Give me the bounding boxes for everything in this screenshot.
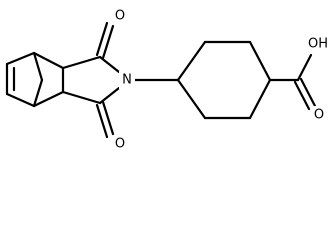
bond-double	[299, 77, 317, 108]
bond-double	[101, 100, 115, 136]
bond	[32, 51, 65, 70]
oxygen-top-label: O	[115, 9, 125, 24]
bond	[176, 78, 207, 120]
hydroxyl-label: OH	[308, 37, 328, 52]
bond	[296, 53, 313, 82]
bond-double	[95, 21, 109, 57]
bond-double	[95, 103, 109, 139]
bond-double	[293, 80, 311, 111]
label-background	[312, 106, 327, 124]
label-background	[113, 7, 128, 25]
bonds-group	[5, 21, 317, 139]
bond	[5, 51, 36, 66]
bond	[248, 40, 272, 82]
structure-canvas: O N O OH O	[5, 7, 332, 153]
bond-bridge	[32, 78, 44, 108]
label-background	[113, 135, 128, 153]
bond-bridge	[32, 51, 44, 82]
bond	[61, 90, 102, 105]
bond	[61, 55, 102, 70]
label-background	[306, 35, 332, 53]
bond	[98, 86, 121, 105]
bond	[98, 55, 121, 74]
nitrogen-label: N	[122, 73, 132, 88]
bond	[176, 40, 207, 82]
oxygen-carbonyl-label: O	[314, 108, 324, 123]
bond-double	[101, 24, 115, 60]
bond	[5, 92, 36, 108]
chemical-structure-diagram: O N O OH O	[5, 7, 332, 153]
bond	[32, 90, 65, 108]
atom-labels-group: O N O OH O	[113, 7, 332, 153]
oxygen-bottom-label: O	[115, 137, 125, 152]
bond	[248, 78, 272, 120]
label-background	[119, 71, 135, 89]
